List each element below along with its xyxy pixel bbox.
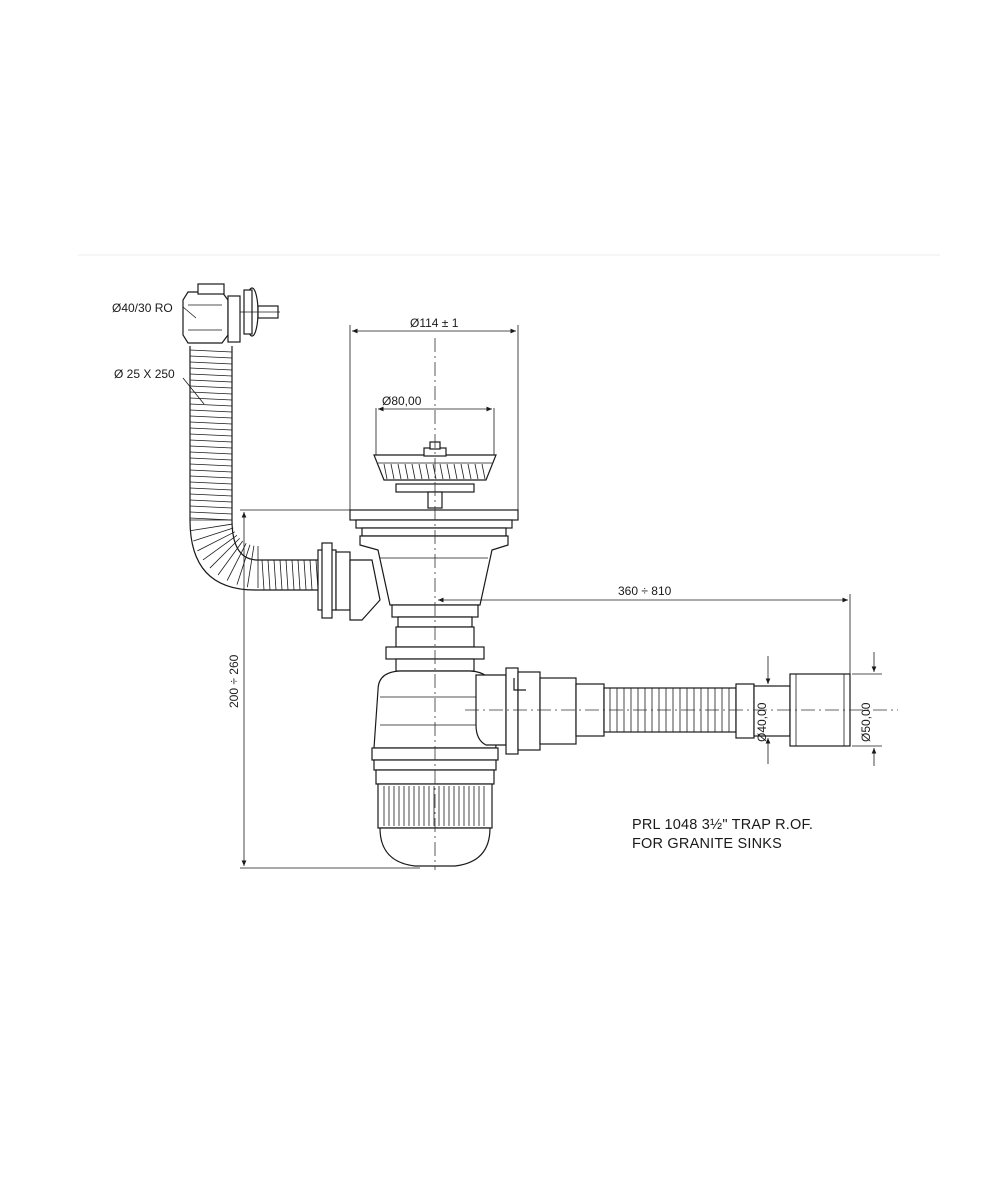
hose-ring xyxy=(189,367,233,371)
hose-ring xyxy=(189,427,233,431)
hose-ring xyxy=(189,457,233,461)
basket-diameter-label: Ø80,00 xyxy=(382,394,422,408)
basket-slot xyxy=(446,463,451,480)
hose-ring xyxy=(303,559,307,591)
hose-ring xyxy=(189,403,233,407)
hose-ring xyxy=(297,559,301,591)
hose-ring xyxy=(189,409,233,413)
outlet-small-label: Ø40,00 xyxy=(755,702,769,742)
outlet-large-label: Ø50,00 xyxy=(859,702,873,742)
overflow-head xyxy=(182,283,280,344)
product-note-line1: PRL 1048 3½" TRAP R.OF. xyxy=(632,817,814,833)
hose-ring xyxy=(189,391,233,395)
hose-ring xyxy=(189,469,233,473)
outer-diameter-dimension xyxy=(349,325,519,512)
basket-slot xyxy=(404,463,409,480)
hose-ring xyxy=(309,559,313,591)
hose-ring xyxy=(189,379,233,383)
basket-diameter-dimension xyxy=(375,406,495,455)
hose-ring xyxy=(202,534,238,561)
hose-ring xyxy=(189,415,233,419)
basket-slot xyxy=(411,463,416,480)
hose-ring xyxy=(189,373,233,377)
outer-diameter-label: Ø114 ± 1 xyxy=(410,316,459,330)
overflow-connector xyxy=(317,542,381,621)
basket-slot xyxy=(390,463,395,480)
hose-ring xyxy=(267,559,271,591)
overflow-leader xyxy=(182,306,197,319)
hose-ring xyxy=(193,527,234,542)
hose-ring xyxy=(189,463,233,467)
hose-ring xyxy=(291,559,295,591)
product-note: PRL 1048 3½" TRAP R.OF. FOR GRANITE SINK… xyxy=(632,816,813,854)
hose-ring xyxy=(189,385,233,389)
strainer-basket xyxy=(373,441,497,509)
hose-ring xyxy=(209,538,240,569)
hose-label: Ø 25 X 250 xyxy=(114,367,175,381)
basket-slot xyxy=(432,463,437,480)
outlet-large-dimension xyxy=(852,652,882,766)
hose-ring xyxy=(189,355,233,359)
hose-ring xyxy=(189,511,233,515)
hose-ring xyxy=(273,559,277,591)
basket-slot xyxy=(460,463,465,480)
basket-slot xyxy=(397,463,402,480)
hose-ring xyxy=(189,397,233,401)
hose-ring xyxy=(279,559,283,591)
basket-slot xyxy=(481,463,486,480)
horizontal-range-label: 360 ÷ 810 xyxy=(618,584,672,598)
outlet-pipe xyxy=(475,667,851,755)
hose-ring xyxy=(189,349,233,353)
hose-ring xyxy=(189,451,233,455)
hose-ring xyxy=(189,421,233,425)
hose-ring xyxy=(285,559,289,591)
hose-ring xyxy=(246,545,255,588)
vertical-range-label: 200 ÷ 260 xyxy=(227,654,241,708)
hose-ring xyxy=(261,559,265,591)
horizontal-dimension xyxy=(438,594,851,676)
hose-ring xyxy=(189,487,233,491)
hose-ring xyxy=(217,540,244,576)
hose-ring xyxy=(197,531,236,552)
basket-slot xyxy=(439,463,444,480)
hose-ring xyxy=(189,445,233,449)
overflow-hose xyxy=(189,346,319,591)
basket-slot xyxy=(474,463,479,480)
vertical-dimension xyxy=(240,509,420,869)
basket-slot xyxy=(383,463,388,480)
hose-ring xyxy=(189,493,233,497)
product-note-line2: FOR GRANITE SINKS xyxy=(632,836,783,852)
overflow-label: Ø40/30 RO xyxy=(112,301,173,315)
basket-slot xyxy=(425,463,430,480)
hose-ring xyxy=(189,481,233,485)
outlet-small-dimension xyxy=(760,656,776,764)
hose-ring xyxy=(189,475,233,479)
hose-leader xyxy=(182,377,205,405)
hose-ring xyxy=(189,439,233,443)
hose-ring xyxy=(190,523,233,532)
hose-ring xyxy=(189,505,233,509)
basket-slot xyxy=(453,463,458,480)
hose-ring xyxy=(189,361,233,365)
hose-ring xyxy=(189,433,233,437)
basket-slot xyxy=(467,463,472,480)
hose-ring xyxy=(189,499,233,503)
basket-slot xyxy=(418,463,423,480)
